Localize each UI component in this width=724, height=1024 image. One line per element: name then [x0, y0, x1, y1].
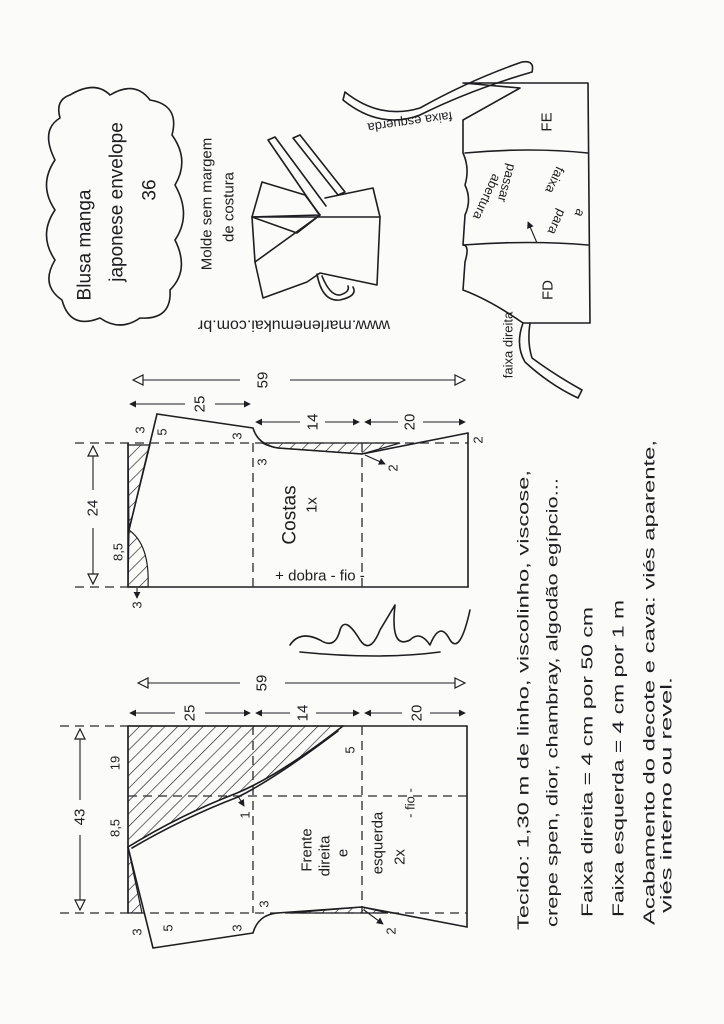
title-size: 36 [140, 179, 161, 200]
back-dim-armhole-top: 3 [230, 432, 245, 439]
front-piece: 59 25 14 20 43 19 8,5 5 1 - fio - Frente… [60, 675, 468, 949]
front-dim-armhole: 14 [295, 705, 312, 722]
title-cloud: Blusa manga japonese envelope 36 [45, 86, 185, 326]
opening-word-5: a [571, 207, 588, 221]
back-piece: 59 25 14 20 24 3 5 3 3 2 2 8,5 3 Costas … [75, 372, 486, 609]
title-line-1: Blusa manga [75, 189, 96, 300]
back-dim-neck-depth: 8,5 [111, 543, 126, 561]
back-dim-half-width: 24 [85, 500, 102, 517]
title-line-2: japonese envelope [107, 122, 128, 283]
opening-arrow [527, 221, 538, 244]
signature [289, 604, 471, 657]
fd-label: FD [540, 280, 557, 300]
fe-label: FE [539, 112, 556, 131]
front-dim-neck-depth: 8,5 [108, 819, 123, 837]
back-piece-name: Costas [280, 485, 301, 544]
front-dim-shoulder-slope: 5 [161, 924, 176, 931]
back-dim-total: 59 [255, 372, 272, 389]
instructions: Tecido: 1,30 m de linho, viscolinho, vis… [516, 440, 676, 930]
instruction-left-band: Faixa esquerda = 4 cm por 1 m [611, 600, 628, 917]
front-piece-side-2: esquerda [370, 811, 387, 874]
front-dim-total: 59 [254, 675, 271, 692]
front-dim-armhole-depth: 3 [257, 900, 272, 907]
front-grain-label: - fio - [403, 788, 418, 818]
back-dim-shoulder-slope: 5 [155, 428, 170, 435]
faixa-direita-band [518, 322, 583, 399]
opening-word-3: para [544, 207, 569, 238]
back-dim-armhole: 14 [305, 414, 322, 431]
front-dim-shoulder-drop: 3 [130, 928, 145, 935]
front-piece-name: Frente [299, 828, 316, 871]
back-dim-neck-width: 3 [130, 601, 145, 608]
back-dim-armhole-depth: 3 [255, 458, 270, 465]
front-dim-shoulder: 25 [182, 705, 199, 722]
back-dim-shoulder-drop: 3 [133, 426, 148, 433]
back-dim-side-in: 2 [386, 464, 401, 471]
faixa-direita-label: faixa direita [501, 311, 516, 378]
instruction-finishing: Acabamento do decote e cava: viés aparen… [642, 440, 659, 925]
front-dim-armhole-top: 3 [230, 924, 245, 931]
seam-note-line-1: Molde sem margem [199, 138, 216, 271]
back-dim-shoulder: 25 [192, 396, 209, 413]
front-dim-curve: 1 [238, 811, 253, 818]
instruction-right-band: Faixa direita = 4 cm por 50 cm [580, 607, 597, 917]
front-piece-conj: e [335, 849, 352, 857]
instruction-finishing-alt: viés interno ou revel. [659, 677, 676, 913]
back-dim-side: 20 [402, 414, 419, 431]
front-piece-side-1: direita [317, 835, 334, 877]
back-grain-label: + dobra - fio - [275, 568, 365, 585]
instruction-fabric-alt: crepe spen, dior, chambray, algodão egíp… [545, 478, 562, 927]
faixa-esquerda-band [342, 60, 534, 121]
back-piece-count: 1x [304, 497, 321, 513]
front-dim-upper: 19 [108, 756, 123, 770]
website-text: www.marlenemukai.com.br [197, 317, 391, 334]
opening-word-4: faixa [542, 164, 568, 196]
faixa-esquerda-label: faixa esquerda [366, 109, 453, 136]
seam-note-line-2: de costura [221, 171, 238, 242]
front-dim-side: 20 [409, 705, 426, 722]
front-dim-width: 43 [72, 809, 89, 826]
front-dim-side-in: 2 [384, 927, 399, 934]
instruction-fabric: Tecido: 1,30 m de linho, viscolinho, vis… [516, 470, 533, 930]
cloud-outline [45, 86, 185, 326]
front-dim-overlap: 5 [343, 746, 358, 753]
blouse-sketch [251, 134, 381, 301]
front-piece-count: 2x [392, 849, 409, 865]
back-dim-hem-out: 2 [471, 436, 486, 443]
